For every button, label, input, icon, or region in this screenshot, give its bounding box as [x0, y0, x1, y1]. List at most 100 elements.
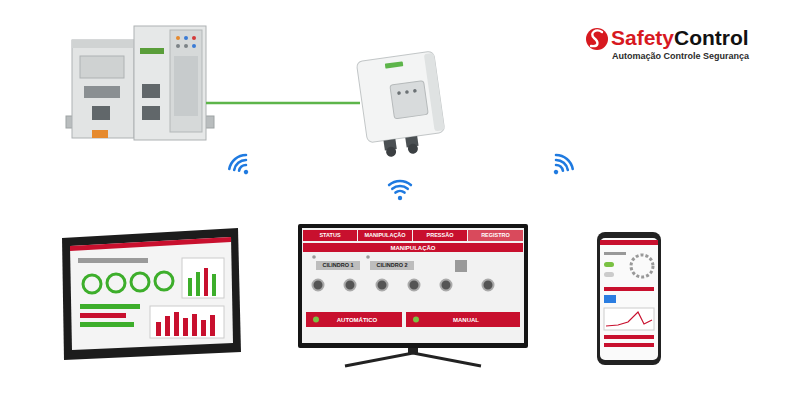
din-latch [92, 130, 108, 138]
push-button [345, 280, 356, 291]
plc-module [72, 40, 134, 48]
terminal-dot [184, 36, 188, 40]
serial-port [84, 86, 120, 98]
push-button [409, 280, 420, 291]
hmi-gauge [155, 272, 173, 290]
wifi-arc [238, 164, 246, 171]
status-window [390, 81, 428, 119]
hmi-bar [78, 258, 148, 263]
logo-swoosh [591, 31, 602, 47]
tv-display [298, 224, 528, 366]
phone-bar [604, 343, 654, 347]
smartphone [597, 232, 661, 365]
sd-slot [80, 56, 124, 78]
hmi-chart-bar [183, 318, 188, 336]
status-led [413, 89, 417, 93]
cylinder-tag [370, 261, 414, 270]
brand-mark [140, 48, 164, 54]
screen-title: MANIPULAÇÃO [391, 245, 436, 251]
hmi-chart-bar [174, 312, 179, 336]
access-point-side [424, 53, 445, 132]
terminal-block [174, 56, 198, 116]
phone-chart-line [606, 312, 652, 326]
screen-tab: STATUS [319, 233, 340, 239]
phone-screen [600, 238, 658, 360]
hmi-chart [182, 258, 224, 298]
tab [303, 230, 357, 241]
hmi-bar [80, 322, 134, 327]
access-point [356, 51, 447, 160]
terminal-strip [170, 30, 202, 132]
status-led [397, 91, 401, 95]
push-button [441, 280, 452, 291]
hmi-chart-bar [192, 314, 197, 336]
hmi-chart-bar [210, 315, 215, 336]
hmi-chart-bar [196, 272, 200, 296]
tab [358, 230, 412, 241]
wifi-arc [396, 191, 405, 193]
cylinder-label: CILINDRO 1 [322, 263, 353, 269]
wifi-arc [389, 181, 411, 185]
screen-tab: REGISTRO [481, 233, 510, 239]
terminal-dot [184, 44, 188, 48]
wifi-icon [546, 152, 575, 181]
hmi-chart-bar [165, 316, 170, 336]
phone-bar [604, 287, 654, 291]
mode-led [413, 317, 419, 323]
phone-gauge [631, 255, 653, 277]
ethernet-port [92, 106, 110, 120]
status-led [405, 90, 409, 94]
hmi-header [70, 237, 231, 251]
wifi-dot [553, 169, 559, 175]
tab [468, 230, 523, 241]
phone-body [597, 232, 661, 365]
wifi-dot [398, 196, 402, 200]
hmi-gauge [107, 274, 125, 292]
button-label: MANUAL [453, 317, 479, 323]
ethernet-port [142, 84, 160, 98]
logo-tagline: Automação Controle Segurança [612, 52, 749, 61]
logo-mark [586, 28, 608, 50]
plc-module [134, 26, 206, 140]
tv-screen [302, 228, 524, 343]
cylinder-tag [316, 261, 360, 270]
push-button [313, 280, 324, 291]
phone-toggle [604, 262, 614, 267]
indicator [312, 255, 316, 259]
hmi-gauge [131, 273, 149, 291]
indicator [366, 255, 370, 259]
tv-stand [345, 353, 481, 366]
hmi-chart-bar [204, 268, 208, 296]
terminal-dot [192, 44, 196, 48]
title-bar [303, 243, 523, 252]
push-button [377, 280, 388, 291]
wifi-icon [227, 152, 256, 181]
button-label: AUTOMÁTICO [337, 317, 378, 323]
phone-text-line [604, 252, 626, 255]
screen-tab: PRESSÃO [427, 233, 454, 239]
push-button [483, 280, 494, 291]
wifi-arc [392, 186, 407, 189]
phone-button [604, 295, 616, 303]
ethernet-port [142, 106, 160, 120]
wifi-dot [243, 169, 249, 175]
logo-circle [586, 28, 608, 50]
phone-toggle [604, 272, 614, 277]
hmi-screen [70, 237, 233, 350]
tab [413, 230, 467, 241]
plc-controller [66, 26, 214, 140]
hmi-bezel [62, 228, 241, 360]
valve-symbol [455, 260, 467, 272]
tv-bezel [298, 224, 528, 348]
wifi-arc [227, 152, 246, 169]
terminal-dot [176, 36, 180, 40]
wifi-arc [556, 152, 575, 169]
phone-header [600, 240, 658, 245]
m12-connector [385, 146, 396, 157]
cylinder-label: CILINDRO 2 [376, 263, 407, 269]
hmi-chart-bar [156, 322, 161, 336]
hmi-chart-bar [201, 320, 206, 336]
plc-module [72, 40, 134, 138]
phone-bar [604, 335, 654, 339]
